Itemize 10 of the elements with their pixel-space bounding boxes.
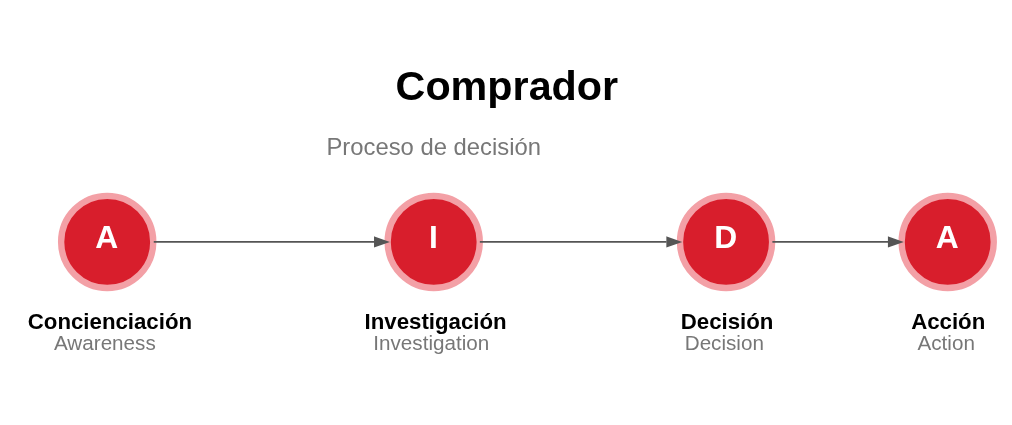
node-circle: I — [384, 192, 483, 292]
diagram-title: Comprador — [395, 63, 619, 110]
arrow — [771, 236, 904, 248]
arrow — [479, 236, 683, 248]
node-circle: A — [898, 192, 997, 292]
node-circle: D — [676, 192, 776, 292]
node-circle: A — [57, 192, 157, 292]
arrow — [152, 236, 390, 248]
node-label: Investigación — [364, 308, 507, 334]
label: Proceso de decisión — [326, 133, 542, 161]
